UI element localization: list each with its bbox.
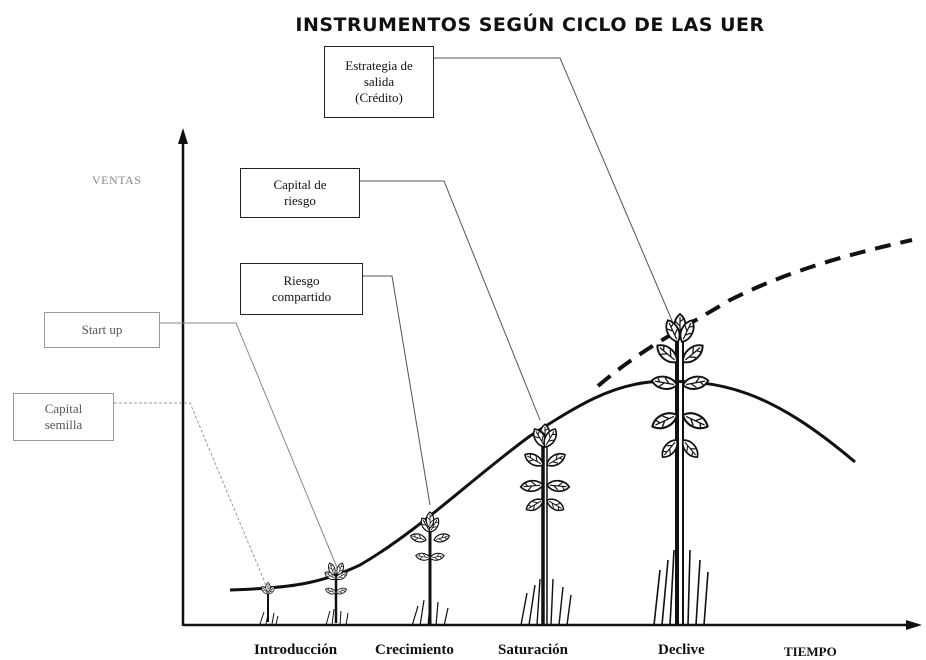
box-riesgo-compartido: Riesgo compartido [240, 263, 363, 315]
stage-label-crecimiento: Crecimiento [375, 642, 454, 658]
sales-curve [229, 379, 856, 592]
stage-label-introduccion: Introducción [254, 642, 338, 658]
plant-saturacion [519, 423, 572, 626]
diagram-title: INSTRUMENTOS SEGÚN CICLO DE LAS UER [295, 14, 765, 36]
y-axis-label: VENTAS [92, 173, 142, 187]
y-axis [178, 128, 188, 626]
box-riesgo-compartido-label: Riesgo compartido [271, 273, 332, 304]
box-start-up: Start up [44, 312, 160, 348]
continued-growth-dashed-curve [596, 238, 913, 388]
plant-crecimiento [408, 511, 452, 627]
leader-lines [114, 57, 677, 591]
box-capital-de-riesgo: Capital de riesgo [240, 168, 360, 218]
box-capital-de-riesgo-label: Capital de riesgo [273, 177, 327, 208]
stage-label-saturacion: Saturación [498, 642, 569, 658]
x-axis-label: TIEMPO [784, 644, 837, 659]
box-estrategia-de-salida-label: Estrategia de salida (Crédito) [345, 58, 413, 105]
plant-introduccion [259, 582, 279, 625]
plant-startup [322, 561, 350, 626]
box-capital-semilla-label: Capital semilla [44, 401, 83, 432]
x-axis [183, 620, 922, 630]
plant-declive [648, 313, 712, 626]
box-estrategia-de-salida: Estrategia de salida (Crédito) [324, 46, 434, 118]
box-start-up-label: Start up [81, 322, 123, 337]
stage-label-declive: Declive [658, 642, 705, 658]
box-capital-semilla: Capital semilla [13, 393, 114, 441]
